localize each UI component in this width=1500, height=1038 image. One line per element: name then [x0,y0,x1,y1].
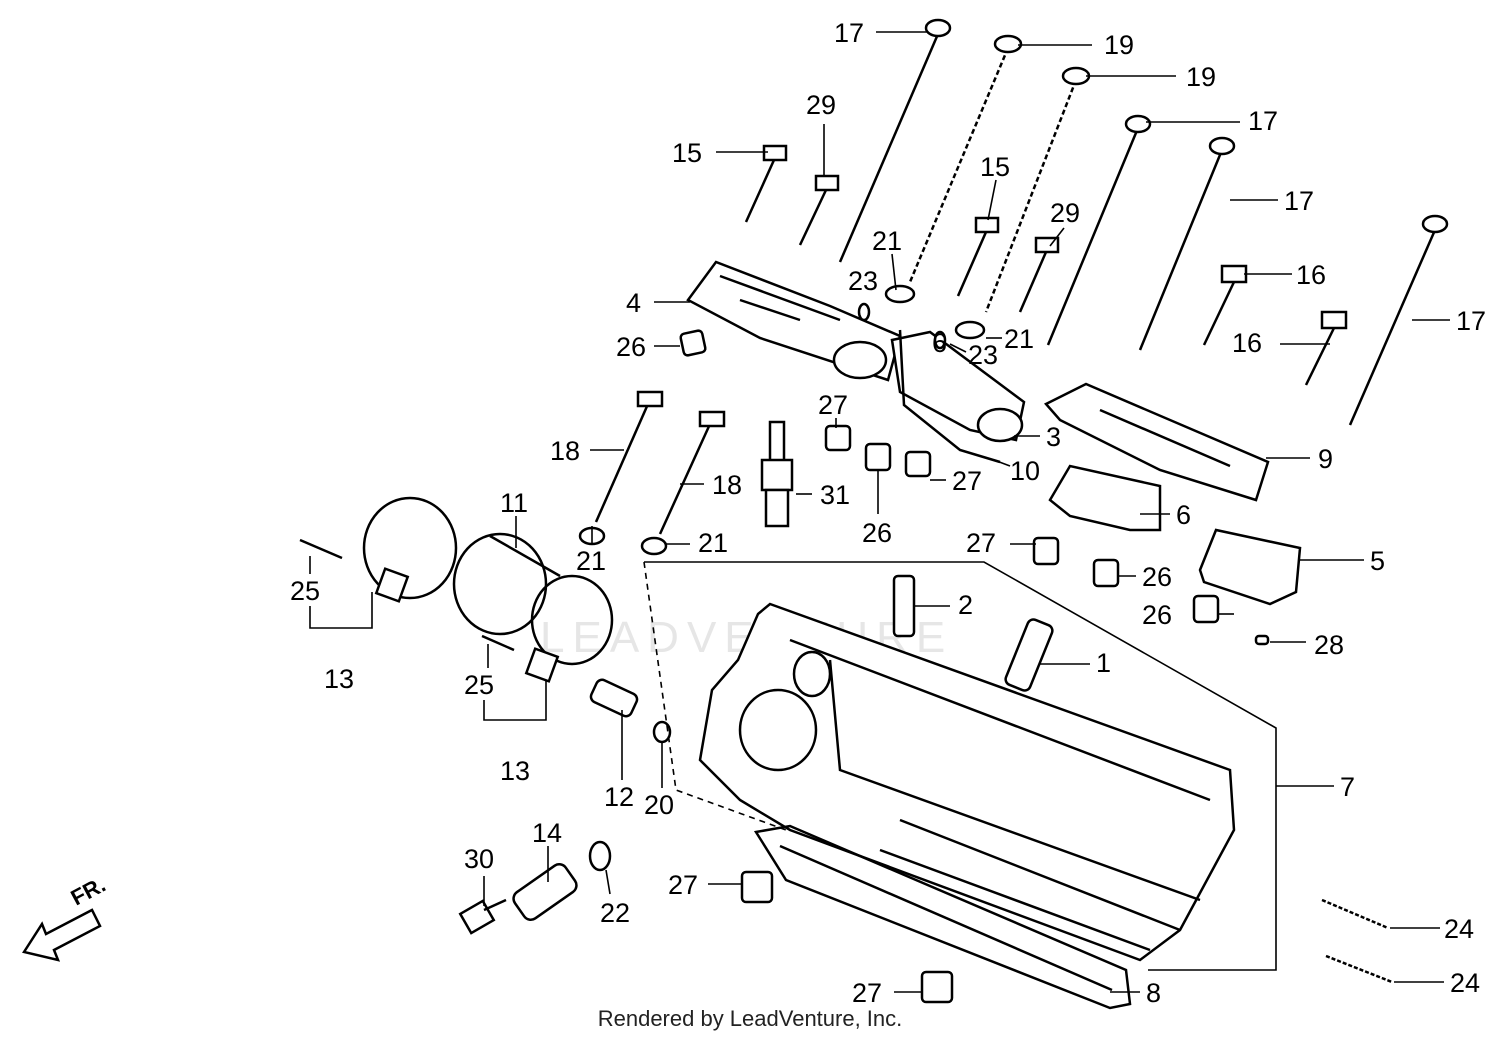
callout-11: 11 [500,488,528,518]
callout-27: 27 [852,978,882,1008]
assembly-outline [643,561,1277,971]
callout-23: 23 [848,266,878,296]
callout-27: 27 [952,466,982,496]
callout-21: 21 [576,546,606,576]
callout-3: 3 [1046,422,1061,452]
insulator-11 [452,532,614,683]
callout-19: 19 [1186,62,1216,92]
sealing-washers [578,284,986,872]
callout-15: 15 [980,152,1010,182]
bolt-15-a [744,144,788,223]
callout-6: 6 [932,328,947,358]
valve-guide-2 [892,574,916,638]
front-label: FR. [67,872,110,911]
bolt-18-b [658,410,726,535]
callout-7: 7 [1340,772,1355,802]
callout-1: 1 [1096,648,1111,678]
leader-lines [309,31,1450,993]
callout-17: 17 [834,18,864,48]
rocker-arm-6 [1048,464,1162,532]
callout-12: 12 [604,782,634,812]
stud-bolt-19-b [984,66,1091,313]
callout-labels: 17 19 19 17 17 29 15 15 29 21 23 16 16 1… [290,18,1486,1008]
callout-30: 30 [464,844,494,874]
long-bolt-17-d [1348,214,1449,426]
stud-bolts-24 [1321,898,1393,984]
oil-pipe-10 [898,329,1001,464]
callout-17: 17 [1456,306,1486,336]
callout-26: 26 [862,518,892,548]
callout-23: 23 [968,340,998,370]
long-bolt-17-a [838,18,952,263]
callout-18: 18 [712,470,742,500]
callout-25: 25 [290,576,320,606]
callout-16: 16 [1232,328,1262,358]
joint-12 [589,678,639,718]
callout-29: 29 [806,90,836,120]
render-credit: Rendered by LeadVenture, Inc. [597,1006,903,1031]
callout-24: 24 [1444,914,1474,944]
spark-plug-31 [760,420,794,528]
callout-27: 27 [818,390,848,420]
callout-26: 26 [1142,600,1172,630]
callout-21: 21 [872,226,902,256]
callout-14: 14 [532,818,562,848]
rocker-arm-holder-9 [1043,382,1270,502]
callout-5: 5 [1370,546,1385,576]
bolt-30 [458,898,507,935]
rocker-arm-holder-3 [890,330,1026,443]
callout-22: 22 [600,898,630,928]
callout-19: 19 [1104,30,1134,60]
clamp-band-left [299,496,458,603]
callout-17: 17 [1248,106,1278,136]
callout-20: 20 [644,790,674,820]
rocker-arm-5 [1198,528,1302,606]
callout-16: 16 [1296,260,1326,290]
bolt-16-a [1202,264,1248,346]
long-bolt-17-c [1138,136,1236,351]
callout-24: 24 [1450,968,1480,998]
stud-bolt-19-a [908,34,1023,283]
bolt-16-b [1304,310,1348,386]
valve-guide-1 [1004,618,1054,692]
bolt-15-b [956,216,1000,297]
gasket-8 [753,824,1132,1010]
bolt-18-a [594,390,664,523]
bolt-29-a [798,174,840,246]
callout-31: 31 [820,480,850,510]
callout-8: 8 [1146,978,1161,1008]
callout-21: 21 [698,528,728,558]
callout-27: 27 [966,528,996,558]
callout-28: 28 [1314,630,1344,660]
front-direction-arrow: FR. [21,872,110,962]
callout-27: 27 [668,870,698,900]
water-joint-14 [512,863,578,921]
callout-15: 15 [672,138,702,168]
callout-21: 21 [1004,324,1034,354]
long-bolt-17-b [1046,114,1152,346]
callout-18: 18 [550,436,580,466]
callout-17: 17 [1284,186,1314,216]
callout-29: 29 [1050,198,1080,228]
callout-26: 26 [616,332,646,362]
callout-13: 13 [500,756,530,786]
callout-9: 9 [1318,444,1333,474]
callout-26: 26 [1142,562,1172,592]
cylinder-head-7 [698,602,1236,962]
callout-25: 25 [464,670,494,700]
callout-13: 13 [324,664,354,694]
callout-6: 6 [1176,500,1191,530]
callout-10: 10 [1010,456,1040,486]
bolt-29-b [1018,236,1060,313]
callout-4: 4 [626,288,641,318]
callout-2: 2 [958,590,973,620]
